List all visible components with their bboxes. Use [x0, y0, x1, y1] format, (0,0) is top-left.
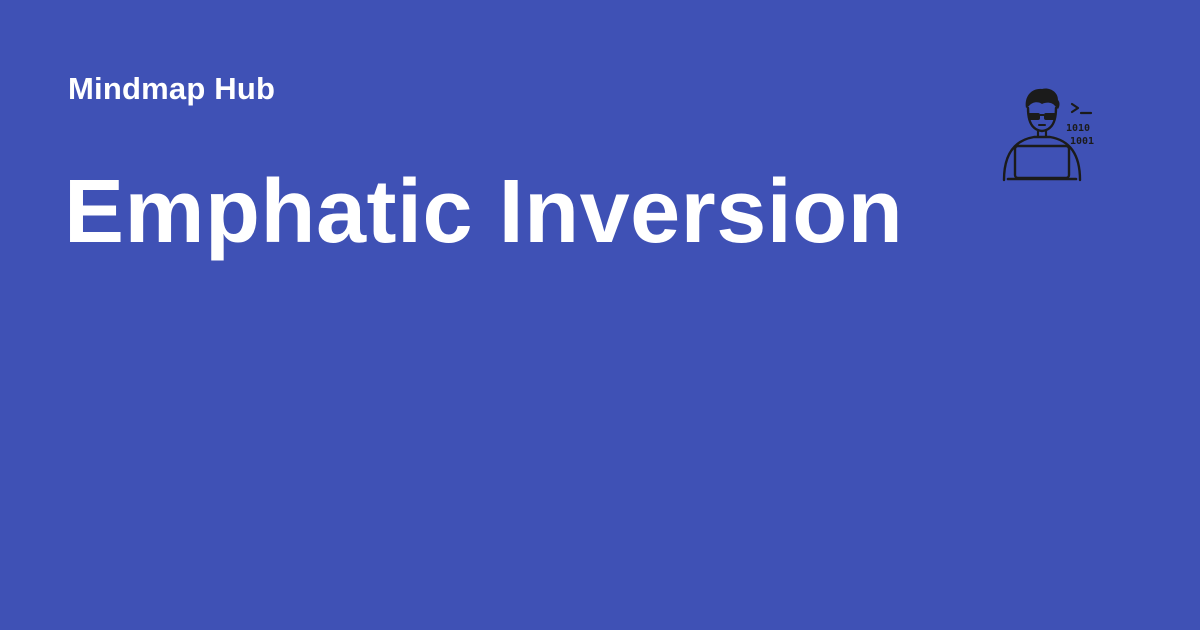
programmer-laptop-icon: 1010 1001: [998, 84, 1098, 184]
svg-text:1010: 1010: [1066, 123, 1090, 134]
page-title: Emphatic Inversion: [64, 162, 904, 262]
svg-text:1001: 1001: [1070, 136, 1094, 147]
site-name: Mindmap Hub: [68, 71, 276, 106]
